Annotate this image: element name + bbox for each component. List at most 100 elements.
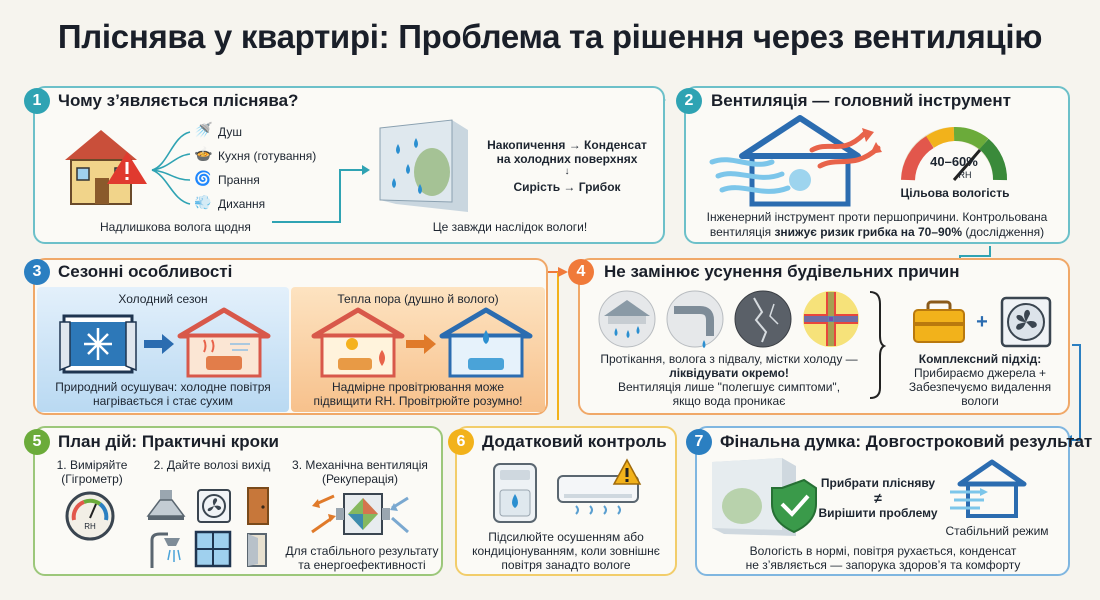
panel-title-3: Сезонні особливості xyxy=(58,262,233,281)
warm-season-desc-1: Надмірне провітрювання може xyxy=(331,380,505,394)
chain-down-arrow: ↓ xyxy=(564,166,570,177)
moisture-chain-line2: на холодних поверхнях xyxy=(496,152,638,166)
open-door-icon xyxy=(247,533,267,567)
ventilated-house-icon xyxy=(709,115,882,207)
open-window-icon xyxy=(194,530,232,568)
panel-title-7: Фінальна думка: Довгостроковий результат xyxy=(720,432,1093,451)
extra-control-line-3: повітря занадто вологе xyxy=(501,558,631,572)
humid-room-icon xyxy=(439,307,533,378)
solve-problem-text: Вирішити проблему xyxy=(818,506,938,520)
ventilation-desc-highlight: знижує ризик грибка на 70–90% xyxy=(774,225,963,239)
heated-room-icon xyxy=(177,307,271,378)
door-icon xyxy=(247,487,269,525)
panel-title-1: Чому з’являється пліснява? xyxy=(58,91,299,110)
daily-moisture-text: Надлишкова волога щодня xyxy=(100,220,251,234)
moisture-chain-line1: Накопичення → Конденсат xyxy=(487,138,647,152)
warm-to-humid-arrow xyxy=(406,334,436,354)
step3-sublabel: (Рекуперація) xyxy=(321,472,399,486)
cold-season-desc-2: нагрівається і стає сухим xyxy=(92,394,234,408)
range-hood-icon xyxy=(146,490,186,520)
approach-line-1: Прибираємо джерела + xyxy=(914,366,1046,380)
not-equal-sign: ≠ xyxy=(874,490,882,506)
ventilation-desc-a: вентиляція xyxy=(709,225,775,239)
step1-sublabel: (Гігрометр) xyxy=(61,472,123,486)
arrowhead xyxy=(558,267,568,277)
clean-wall-shield-icon xyxy=(712,458,817,536)
humidity-gauge-icon xyxy=(901,127,1007,181)
pipe-leak-icon xyxy=(666,290,724,348)
step-number-7: 7 xyxy=(686,429,712,455)
moisture-chain-line3: Сирість → Грибок xyxy=(513,180,621,194)
arrow-to-wall xyxy=(272,165,370,223)
extra-control-line-1: Підсилюйте осушенням або xyxy=(488,530,644,544)
gauge-unit: RH xyxy=(958,170,972,180)
hot-room-icon xyxy=(311,307,405,378)
result-line-2: та енергоефективності xyxy=(298,558,426,572)
step1-label: 1. Виміряйте xyxy=(56,458,128,472)
cold-season-desc-1: Природний осушувач: холодне повітря xyxy=(55,380,271,394)
shower-head-icon xyxy=(150,532,181,568)
remove-mold-text: Прибрати плісняву xyxy=(820,476,936,490)
step-number-4: 4 xyxy=(568,259,594,285)
panel-title-6: Додатковий контроль xyxy=(482,432,667,451)
step-number-5: 5 xyxy=(24,429,50,455)
toolbox-icon xyxy=(913,300,965,343)
step-number-2: 2 xyxy=(676,88,702,114)
source-breathing: Дихання xyxy=(218,197,266,211)
heat-recovery-unit-icon xyxy=(311,493,409,535)
causes-line-4: якщо вода проникає xyxy=(672,394,786,408)
final-line-2: не з’являється — запорука здоров’я та ко… xyxy=(745,558,1021,572)
causes-line-1: Протікання, волога з підвалу, містки хол… xyxy=(600,352,858,366)
gauge-value: 40–60% xyxy=(930,154,978,169)
wall-fan-icon xyxy=(197,489,231,523)
plus-sign: + xyxy=(976,311,988,333)
hygrometer-rh-label: RH xyxy=(84,522,96,531)
step-number-3: 3 xyxy=(24,259,50,285)
approach-line-2: Забезпечуємо видалення xyxy=(908,380,1052,394)
final-line-1: Вологість в нормі, повітря рухається, ко… xyxy=(749,544,1017,558)
warm-season-title: Тепла пора (душно й волого) xyxy=(337,292,499,306)
ventilation-desc-line1: Інженерний інструмент проти першопричини… xyxy=(706,210,1048,224)
warning-icon xyxy=(612,458,642,485)
source-laundry: Прання xyxy=(218,173,260,187)
breath-icon: 💨 xyxy=(194,194,212,210)
page-title: Пліснява у квартирі: Проблема та рішення… xyxy=(57,18,1043,55)
step3-label: 3. Механічна вентиляція xyxy=(292,458,428,472)
causes-line-2: ліквідувати окремо! xyxy=(669,366,789,380)
source-kitchen: Кухня (готування) xyxy=(218,149,317,163)
result-line-1: Для стабільного результату xyxy=(285,544,439,558)
cold-to-warm-arrow xyxy=(144,334,174,354)
cold-window-icon xyxy=(59,314,137,374)
ventilation-desc-line2: вентиляція знижує ризик грибка на 70–90%… xyxy=(686,225,1068,239)
bracket-icon xyxy=(869,291,887,399)
gauge-caption: Цільова вологість xyxy=(900,186,1010,200)
thermal-bridge-icon xyxy=(803,291,859,347)
step-number-6: 6 xyxy=(448,429,474,455)
causes-line-3: Вентиляція лише "полегшує симптоми", xyxy=(617,380,841,394)
cold-season-title: Холодний сезон xyxy=(118,292,208,306)
roof-leak-icon xyxy=(598,290,656,348)
panel-title-5: План дій: Практичні кроки xyxy=(58,432,279,451)
hygrometer-icon xyxy=(65,491,115,541)
washer-icon: 🌀 xyxy=(194,170,212,186)
stable-house-icon xyxy=(950,459,1027,518)
source-shower: Душ xyxy=(218,125,243,139)
panel-title-2: Вентиляція — головний інструмент xyxy=(711,91,1011,110)
panel-title-4: Не замінює усунення будівельних причин xyxy=(604,262,960,281)
house-warning-icon xyxy=(65,130,147,205)
panel-why-mold xyxy=(33,86,665,244)
connector-4-7 xyxy=(1070,344,1081,441)
shower-icon: 🚿 xyxy=(194,122,213,139)
approach-line-3: вологи xyxy=(961,394,999,408)
approach-title: Комплексний підхід: xyxy=(918,352,1042,366)
ventilation-desc-c: (дослідження) xyxy=(962,225,1045,239)
consequence-text: Це завжди наслідок вологи! xyxy=(432,220,588,234)
cracked-wall-icon xyxy=(734,290,792,348)
pot-icon: 🍲 xyxy=(194,146,213,163)
warm-season-desc-2: підвищити RH. Провітрюйте розумно! xyxy=(313,394,523,408)
step-number-1: 1 xyxy=(24,88,50,114)
step2-label: 2. Дайте волозі вихід xyxy=(153,458,271,472)
dehumidifier-icon xyxy=(493,463,537,523)
extra-control-line-2: кондиціонуванням, коли зовнішнє xyxy=(472,544,660,558)
panel-ventilation xyxy=(684,86,1070,244)
